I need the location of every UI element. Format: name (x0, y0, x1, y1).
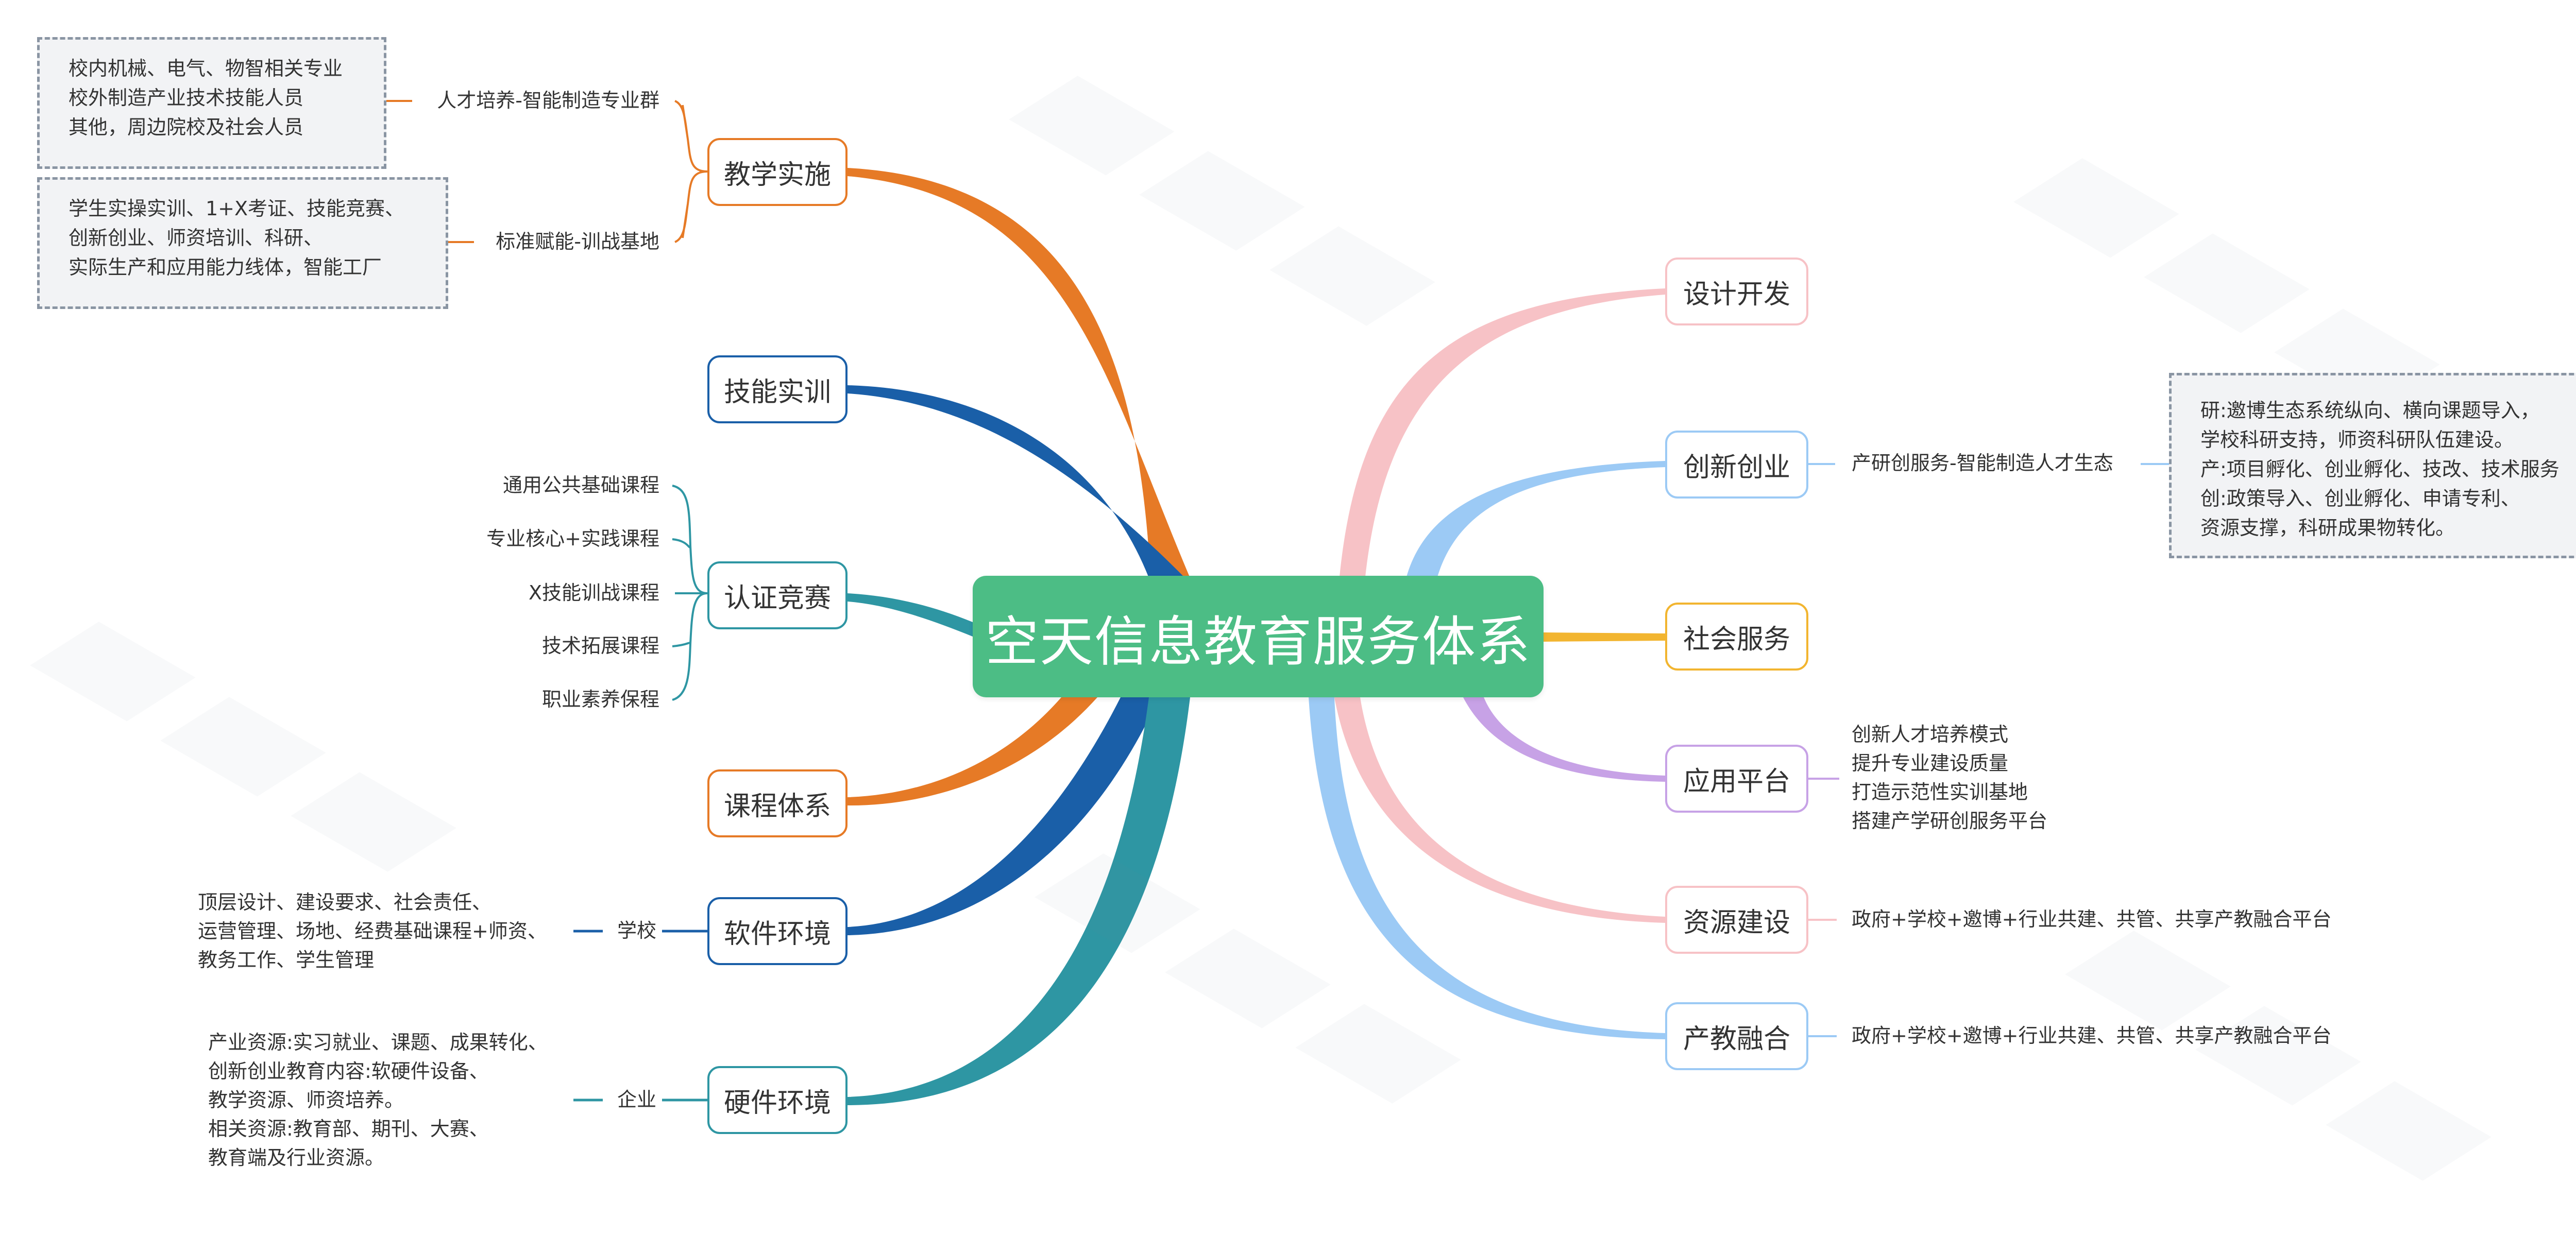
branch-application (1463, 697, 1665, 782)
branch-hardware (848, 697, 1190, 1105)
detail-line: 打造示范性实训基地 (1852, 781, 2028, 803)
software-subtopic-school[interactable]: 学校 (617, 919, 657, 942)
branch-social (1544, 632, 1665, 642)
branch-software (848, 697, 1159, 935)
cert-item[interactable]: X技能训战课程 (528, 581, 659, 604)
detail-line: 创新人才培养模式 (1852, 723, 2009, 746)
note-line: 其他，周边院校及社会人员 (69, 116, 304, 139)
teaching-subtopic-talent[interactable]: 人才培养-智能制造专业群 (437, 89, 659, 112)
detail-line: 教学资源、师资培养。 (208, 1089, 404, 1111)
topic-skills[interactable]: 技能实训 (707, 355, 848, 423)
detail-line: 搭建产学研创服务平台 (1852, 810, 2048, 832)
hardware-detail[interactable]: 产业资源:实习就业、课题、成果转化、 创新创业教育内容:软硬件设备、 教学资源、… (208, 1028, 548, 1172)
innovation-subtopic[interactable]: 产研创服务-智能制造人才生态 (1852, 452, 2113, 474)
topic-application[interactable]: 应用平台 (1665, 745, 1808, 813)
branch-innovation (1406, 461, 1665, 577)
topic-certification[interactable]: 认证竞赛 (707, 561, 848, 629)
note-line: 校内机械、电气、物智相关专业 (69, 57, 343, 80)
central-topic[interactable]: 空天信息教育服务体系 (973, 576, 1544, 697)
cert-item[interactable]: 专业核心+实践课程 (486, 527, 659, 550)
note-line: 校外制造产业技术技能人员 (69, 87, 304, 109)
note-line: 学生实操实训、1+X考证、技能竞赛、 (69, 197, 405, 220)
topic-design[interactable]: 设计开发 (1665, 258, 1808, 325)
teaching-note-standard[interactable]: 学生实操实训、1+X考证、技能竞赛、 创新创业、师资培训、科研、 实际生产和应用… (37, 177, 448, 309)
topic-social-service[interactable]: 社会服务 (1665, 603, 1808, 671)
topic-resources[interactable]: 资源建设 (1665, 886, 1808, 954)
teaching-subtopic-standard[interactable]: 标准赋能-训战基地 (496, 230, 659, 253)
cert-item[interactable]: 通用公共基础课程 (502, 474, 659, 496)
hardware-subtopic-enterprise[interactable]: 企业 (617, 1088, 657, 1111)
note-line: 创:政策导入、创业孵化、申请专利、 (2200, 487, 2520, 510)
teaching-note-talent[interactable]: 校内机械、电气、物智相关专业 校外制造产业技术技能人员 其他，周边院校及社会人员 (37, 37, 386, 169)
note-line: 资源支撑，科研成果物转化。 (2200, 517, 2455, 539)
branch-skills (848, 385, 1185, 578)
note-line: 学校科研支持，师资科研队伍建设。 (2200, 428, 2514, 451)
detail-line: 运营管理、场地、经费基础课程+师资、 (198, 920, 547, 942)
branch-design (1340, 288, 1665, 577)
bracket-certification (672, 485, 708, 701)
detail-line: 提升专业建设质量 (1852, 752, 2009, 775)
note-line: 产:项目孵化、创业孵化、技改、技术服务 (2200, 458, 2560, 480)
note-line: 创新创业、师资培训、科研、 (69, 227, 324, 249)
branch-layer (370, 100, 2169, 1105)
integration-subtopic[interactable]: 政府+学校+邀博+行业共建、共管、共享产教融合平台 (1852, 1024, 2332, 1047)
note-line: 实际生产和应用能力线体，智能工厂 (69, 256, 382, 279)
software-detail[interactable]: 顶层设计、建设要求、社会责任、 运营管理、场地、经费基础课程+师资、 教务工作、… (198, 888, 547, 974)
branch-curriculum (848, 697, 1097, 806)
topic-integration[interactable]: 产教融合 (1665, 1002, 1808, 1070)
topic-teaching[interactable]: 教学实施 (707, 138, 848, 206)
mind-map-canvas: ▰▰▰ ▰▰▰ ▰▰▰ ▰▰▰ ▰▰▰ 空天信息教育服务体系 教学实施 技能实训… (37, 37, 2576, 1172)
branch-teaching (848, 168, 1190, 577)
detail-line: 教育端及行业资源。 (208, 1146, 385, 1169)
topic-software[interactable]: 软件环境 (707, 897, 848, 965)
detail-line: 创新创业教育内容:软硬件设备、 (208, 1060, 489, 1083)
cert-item[interactable]: 技术拓展课程 (541, 634, 659, 657)
innovation-note[interactable]: 研:邀博生态系统纵向、横向课题导入， 学校科研支持，师资科研队伍建设。 产:项目… (2169, 373, 2576, 558)
branch-resources (1334, 697, 1665, 923)
branch-certification (848, 593, 973, 637)
resources-subtopic[interactable]: 政府+学校+邀博+行业共建、共管、共享产教融合平台 (1852, 908, 2332, 931)
topic-innovation[interactable]: 创新创业 (1665, 431, 1808, 499)
topic-hardware[interactable]: 硬件环境 (707, 1066, 848, 1134)
cert-item[interactable]: 职业素养保程 (541, 688, 659, 711)
detail-line: 相关资源:教育部、期刊、大赛、 (208, 1118, 489, 1140)
note-line: 研:邀博生态系统纵向、横向课题导入， (2200, 399, 2540, 422)
detail-line: 顶层设计、建设要求、社会责任、 (198, 891, 492, 914)
topic-curriculum[interactable]: 课程体系 (707, 769, 848, 837)
application-detail[interactable]: 创新人才培养模式 提升专业建设质量 打造示范性实训基地 搭建产学研创服务平台 (1852, 720, 2047, 835)
detail-line: 产业资源:实习就业、课题、成果转化、 (208, 1031, 548, 1054)
detail-line: 教务工作、学生管理 (198, 949, 375, 971)
bracket-teaching (674, 100, 708, 243)
